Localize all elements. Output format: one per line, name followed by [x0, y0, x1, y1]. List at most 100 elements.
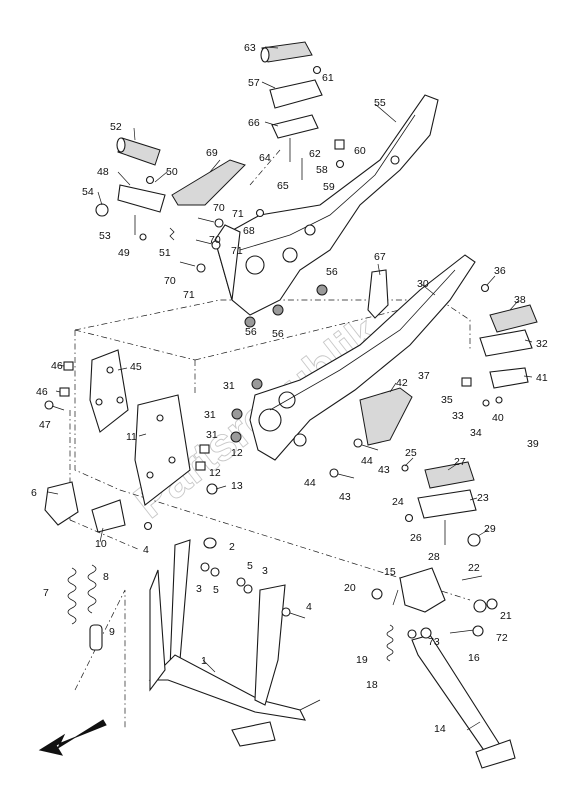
bolt-4-left — [143, 521, 153, 531]
rear-footrest-upper — [260, 41, 345, 180]
label-12b: 12 — [209, 467, 221, 479]
label-28: 28 — [428, 551, 440, 563]
leader-lines — [47, 46, 533, 731]
nuts-31 — [230, 378, 263, 443]
label-60: 60 — [354, 145, 366, 157]
label-70: 70 — [213, 202, 225, 214]
label-56: 56 — [326, 266, 338, 278]
bracket-10 — [91, 499, 126, 533]
label-5: 5 — [247, 560, 253, 572]
pad-12b — [195, 461, 206, 471]
label-47: 47 — [39, 419, 51, 431]
arrow-down-left-icon — [38, 719, 107, 756]
pad-46a — [63, 361, 74, 371]
label-56c: 56 — [272, 328, 284, 340]
part-labels: 63 61 57 55 66 62 60 64 58 65 59 52 69 4… — [31, 42, 548, 735]
label-33: 33 — [452, 410, 464, 422]
label-66: 66 — [248, 117, 260, 129]
bolt-4-right — [281, 607, 306, 619]
label-7: 7 — [43, 587, 49, 599]
label-6: 6 — [31, 487, 37, 499]
label-50: 50 — [166, 166, 178, 178]
label-70b: 70 — [209, 234, 221, 246]
right-footrest-assembly — [461, 283, 538, 407]
label-3: 3 — [262, 565, 268, 577]
label-9: 9 — [109, 626, 115, 638]
pad-12a — [199, 444, 210, 454]
label-40: 40 — [492, 412, 504, 424]
label-31c: 31 — [206, 429, 218, 441]
label-38: 38 — [514, 294, 526, 306]
label-27: 27 — [454, 456, 466, 468]
plate-45 — [89, 349, 129, 433]
label-44: 44 — [361, 455, 373, 467]
side-stand-14 — [371, 567, 516, 769]
label-67: 67 — [374, 251, 386, 263]
label-30: 30 — [417, 278, 429, 290]
bolts-43-44 — [329, 438, 379, 479]
label-59: 59 — [323, 181, 335, 193]
frame-bracket-55 — [214, 94, 439, 316]
label-31b: 31 — [204, 409, 216, 421]
label-25: 25 — [405, 447, 417, 459]
label-71b: 71 — [231, 245, 243, 257]
bolt-47 — [44, 400, 65, 411]
washers-3-5 — [200, 562, 253, 594]
label-72: 72 — [496, 632, 508, 644]
label-73: 73 — [428, 636, 440, 648]
label-3b: 3 — [196, 583, 202, 595]
label-10: 10 — [95, 538, 107, 550]
label-45: 45 — [130, 361, 142, 373]
heel-guard-69 — [171, 159, 246, 206]
label-70c: 70 — [164, 275, 176, 287]
label-51: 51 — [159, 247, 171, 259]
label-69: 69 — [206, 147, 218, 159]
label-23: 23 — [477, 492, 489, 504]
label-43b: 43 — [339, 491, 351, 503]
collar-2 — [203, 537, 217, 549]
footrest-stay-30 — [249, 254, 476, 461]
label-16: 16 — [468, 652, 480, 664]
label-5b: 5 — [213, 584, 219, 596]
label-58: 58 — [316, 164, 328, 176]
label-4b: 4 — [306, 601, 312, 613]
label-15: 15 — [384, 566, 396, 578]
label-61: 61 — [322, 72, 334, 84]
pad-46b — [59, 387, 70, 397]
label-31: 31 — [223, 380, 235, 392]
bracket-6 — [44, 481, 79, 526]
label-57: 57 — [248, 77, 260, 89]
nuts-56 — [244, 284, 328, 328]
label-42: 42 — [396, 377, 408, 389]
label-21: 21 — [500, 610, 512, 622]
label-24: 24 — [392, 496, 404, 508]
label-43: 43 — [378, 464, 390, 476]
label-53: 53 — [99, 230, 111, 242]
label-41: 41 — [536, 372, 548, 384]
label-29: 29 — [484, 523, 496, 535]
label-68: 68 — [243, 225, 255, 237]
label-19: 19 — [356, 654, 368, 666]
label-39: 39 — [527, 438, 539, 450]
label-14: 14 — [434, 723, 446, 735]
label-37: 37 — [418, 370, 430, 382]
label-46b: 46 — [36, 386, 48, 398]
label-20: 20 — [344, 582, 356, 594]
label-46: 46 — [51, 360, 63, 372]
spring-19 — [386, 624, 394, 662]
label-55: 55 — [374, 97, 386, 109]
label-2: 2 — [229, 541, 235, 553]
bolts-70-71 — [179, 208, 265, 273]
label-32: 32 — [536, 338, 548, 350]
label-11: 11 — [126, 431, 137, 443]
label-12: 12 — [231, 447, 243, 459]
label-64: 64 — [259, 152, 271, 164]
label-52: 52 — [110, 121, 122, 133]
label-8: 8 — [103, 571, 109, 583]
label-22: 22 — [468, 562, 480, 574]
label-54: 54 — [82, 186, 94, 198]
spring-8 — [87, 564, 97, 614]
plate-11 — [134, 394, 191, 506]
label-71c: 71 — [183, 289, 195, 301]
